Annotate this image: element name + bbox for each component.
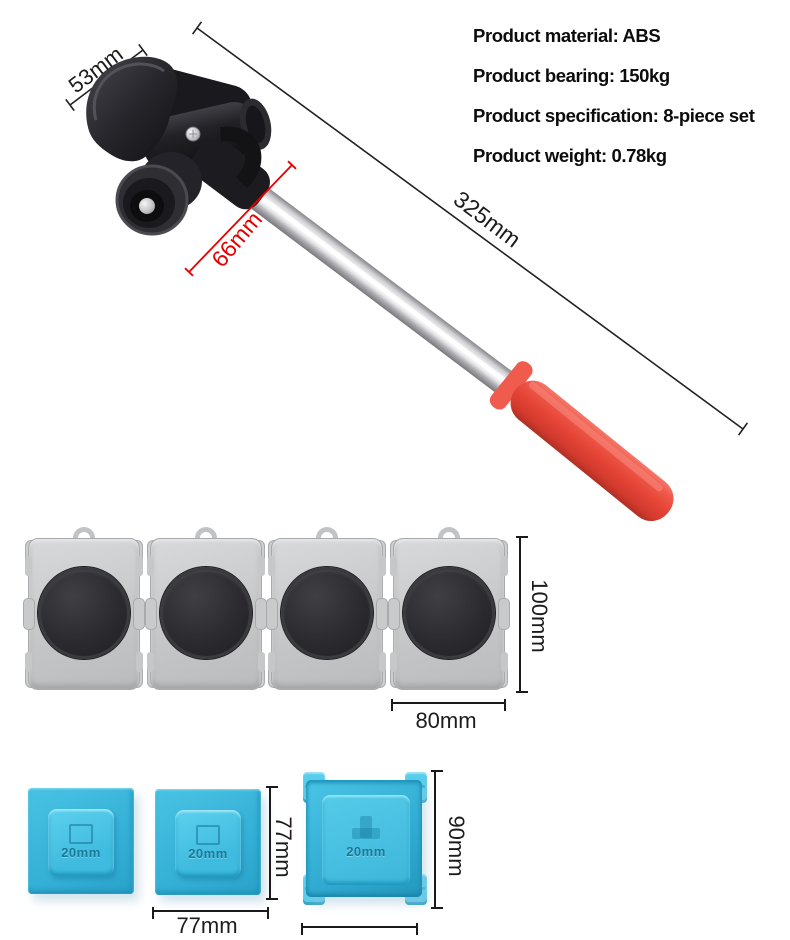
pad-side-tab	[257, 652, 265, 672]
pad-side-ear	[144, 598, 157, 630]
pad-side-tab	[146, 652, 154, 672]
tool-steel-shaft	[220, 164, 516, 395]
pad-side-tab	[268, 652, 276, 672]
embossed-square-mark	[69, 824, 93, 844]
tool-roller-wheel	[115, 152, 202, 236]
pad-rubber-disc	[159, 567, 252, 659]
spec-line-weight: Product weight: 0.78kg	[473, 145, 667, 166]
roller-pad	[266, 527, 389, 690]
pad-rubber-disc	[281, 567, 374, 659]
tool-clamp-claw	[220, 126, 262, 188]
pad-side-tab	[136, 556, 143, 576]
embossed-size-label: 20mm	[346, 844, 386, 859]
embossed-square-mark	[196, 825, 220, 845]
pad-rubber-disc	[38, 567, 130, 659]
tool-red-handle	[489, 361, 674, 522]
roller-pads-row	[23, 527, 510, 690]
dim-line-total-length	[191, 21, 749, 436]
pad-side-tab	[268, 556, 276, 576]
dim-label-pad-height: 100mm	[527, 579, 552, 653]
pad-side-ear	[266, 598, 279, 630]
dim-line-head-length	[184, 160, 297, 277]
spec-line-specification: Product specification: 8-piece set	[473, 105, 755, 126]
pad-side-tab	[25, 652, 32, 672]
pad-side-ear	[376, 598, 389, 630]
pad-hanging-loop	[437, 527, 460, 542]
tool-shaft-socket	[191, 137, 270, 210]
embossed-size-label: 20mm	[188, 846, 228, 861]
corner-pad-face: 20mm	[175, 810, 241, 877]
spec-line-material: Product material: ABS	[473, 25, 661, 46]
spec-list: Product material: ABS Product bearing: 1…	[473, 16, 755, 176]
pad-side-tab	[389, 556, 397, 576]
pad-side-ear	[254, 598, 267, 630]
dim-line-pad-height	[516, 536, 528, 693]
pad-side-tab	[25, 556, 32, 576]
dim-label-corner-pad-height: 77mm	[271, 816, 296, 878]
pad-hanging-loop	[316, 527, 339, 542]
dim-line-pad-width	[391, 699, 506, 711]
pad-side-tab	[379, 556, 387, 576]
base-block-face: 20mm	[322, 795, 410, 885]
tool-lever-blade	[86, 56, 178, 162]
pad-side-ear	[387, 598, 400, 630]
embossed-plus-mark	[352, 816, 380, 840]
pad-side-ear	[133, 598, 145, 630]
roller-pad	[387, 527, 510, 690]
embossed-size-label: 20mm	[61, 845, 101, 860]
pad-side-tab	[500, 556, 508, 576]
corner-pad: 20mm	[28, 788, 134, 894]
dim-line-base-block-height	[431, 770, 443, 909]
pad-side-tab	[500, 652, 508, 672]
pad-side-ear	[23, 598, 35, 630]
dim-line-corner-pad-width	[152, 907, 269, 919]
roller-pad	[144, 527, 267, 690]
base-block: 20mm	[303, 770, 427, 907]
lever-tool-illustration	[65, 21, 749, 522]
corner-pad-face: 20mm	[48, 809, 114, 876]
pad-side-tab	[146, 556, 154, 576]
tool-screw	[185, 126, 201, 142]
pad-hanging-loop	[194, 527, 217, 542]
dim-label-pad-width: 80mm	[415, 708, 477, 733]
tool-blade-highlight	[92, 62, 165, 121]
dim-label-base-block-height: 90mm	[444, 815, 469, 877]
pad-side-tab	[136, 652, 143, 672]
pad-side-tab	[389, 652, 397, 672]
spec-line-bearing: Product bearing: 150kg	[473, 65, 670, 86]
dim-line-corner-pad-height	[266, 786, 278, 900]
dim-line-base-block-width	[301, 923, 418, 935]
pad-side-tab	[257, 556, 265, 576]
roller-pad	[23, 527, 145, 690]
pad-rubber-disc	[402, 567, 495, 659]
pad-side-ear	[497, 598, 510, 630]
corner-pad: 20mm	[155, 789, 261, 895]
dim-label-corner-pad-width: 77mm	[176, 913, 238, 938]
pad-hanging-loop	[73, 527, 95, 542]
pad-side-tab	[379, 652, 387, 672]
